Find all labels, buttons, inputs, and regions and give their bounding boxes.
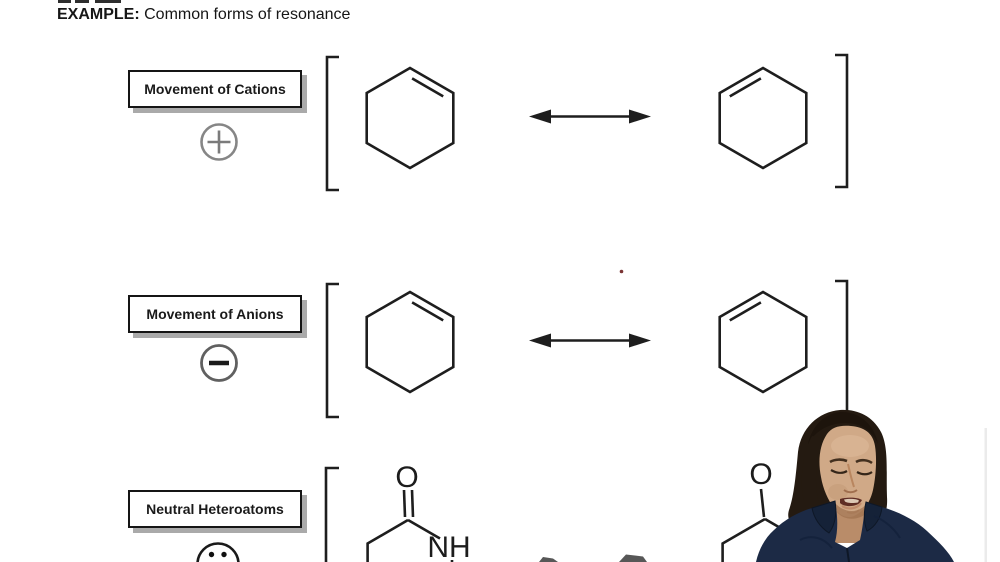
top-edge-text-remnant bbox=[95, 0, 121, 3]
cyclohexene-left bbox=[365, 66, 455, 170]
atom-label-oxygen-right: O bbox=[749, 458, 772, 491]
lactam-left bbox=[366, 489, 454, 562]
atom-label-oxygen-left: O bbox=[395, 461, 418, 494]
label-box-heteroatoms-text: Neutral Heteroatoms bbox=[146, 501, 284, 517]
video-overlay-edge bbox=[984, 428, 987, 562]
label-box-heteroatoms: Neutral Heteroatoms bbox=[128, 490, 302, 528]
left-bracket bbox=[324, 466, 339, 562]
lone-pair-icon bbox=[196, 542, 240, 562]
example-title-text: Common forms of resonance bbox=[144, 6, 351, 23]
page-title: EXAMPLE: Common forms of resonance bbox=[57, 6, 350, 24]
label-box-cations-text: Movement of Cations bbox=[144, 81, 286, 97]
top-edge-text-remnant bbox=[58, 0, 71, 3]
row1-resonance-pair bbox=[325, 53, 849, 192]
cyclohexene-right bbox=[718, 290, 808, 394]
red-annotation-dot bbox=[619, 269, 624, 274]
plus-circle-icon bbox=[200, 123, 238, 161]
resonance-arrow-icon bbox=[529, 333, 651, 348]
example-label: EXAMPLE: bbox=[57, 6, 140, 23]
minus-circle-icon bbox=[200, 344, 238, 382]
label-box-cations: Movement of Cations bbox=[128, 70, 302, 108]
atom-label-nh: NH bbox=[427, 531, 470, 562]
label-box-anions-text: Movement of Anions bbox=[146, 306, 284, 322]
top-edge-text-remnant bbox=[75, 0, 89, 3]
label-box-anions: Movement of Anions bbox=[128, 295, 302, 333]
presenter-shirt bbox=[756, 500, 954, 562]
left-bracket bbox=[325, 55, 339, 192]
resonance-arrow-icon bbox=[529, 109, 651, 124]
cyclohexene-left bbox=[365, 290, 455, 394]
left-bracket bbox=[325, 282, 339, 419]
cyclohexene-right bbox=[718, 66, 808, 170]
presenter-face bbox=[801, 411, 878, 523]
right-bracket bbox=[835, 53, 849, 189]
row3-arrow-remnant bbox=[539, 554, 647, 562]
